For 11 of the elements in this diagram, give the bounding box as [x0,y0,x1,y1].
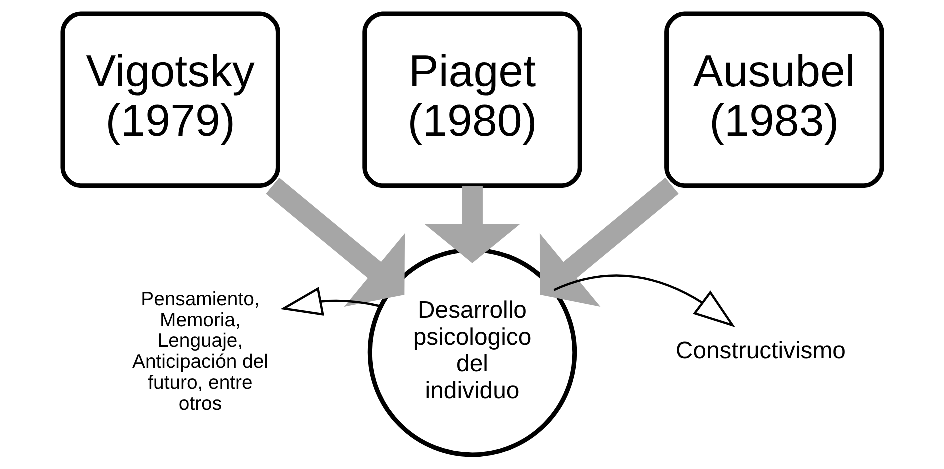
arrow [553,274,735,328]
node-circle: Desarrollo psicologico del individuo [367,248,577,458]
arrow [539,178,678,307]
node-text: Constructivismo [675,337,846,364]
arrow [280,287,380,316]
node-text: Pensamiento, Memoria, Lenguaje, Anticipación del futuro, entre otros [132,288,268,415]
node-box: Vigotsky (1979) [60,12,280,188]
arrow [424,186,520,264]
arrow [266,178,405,307]
node-box: Ausubel (1983) [664,12,884,188]
node-box: Piaget (1980) [362,12,582,188]
